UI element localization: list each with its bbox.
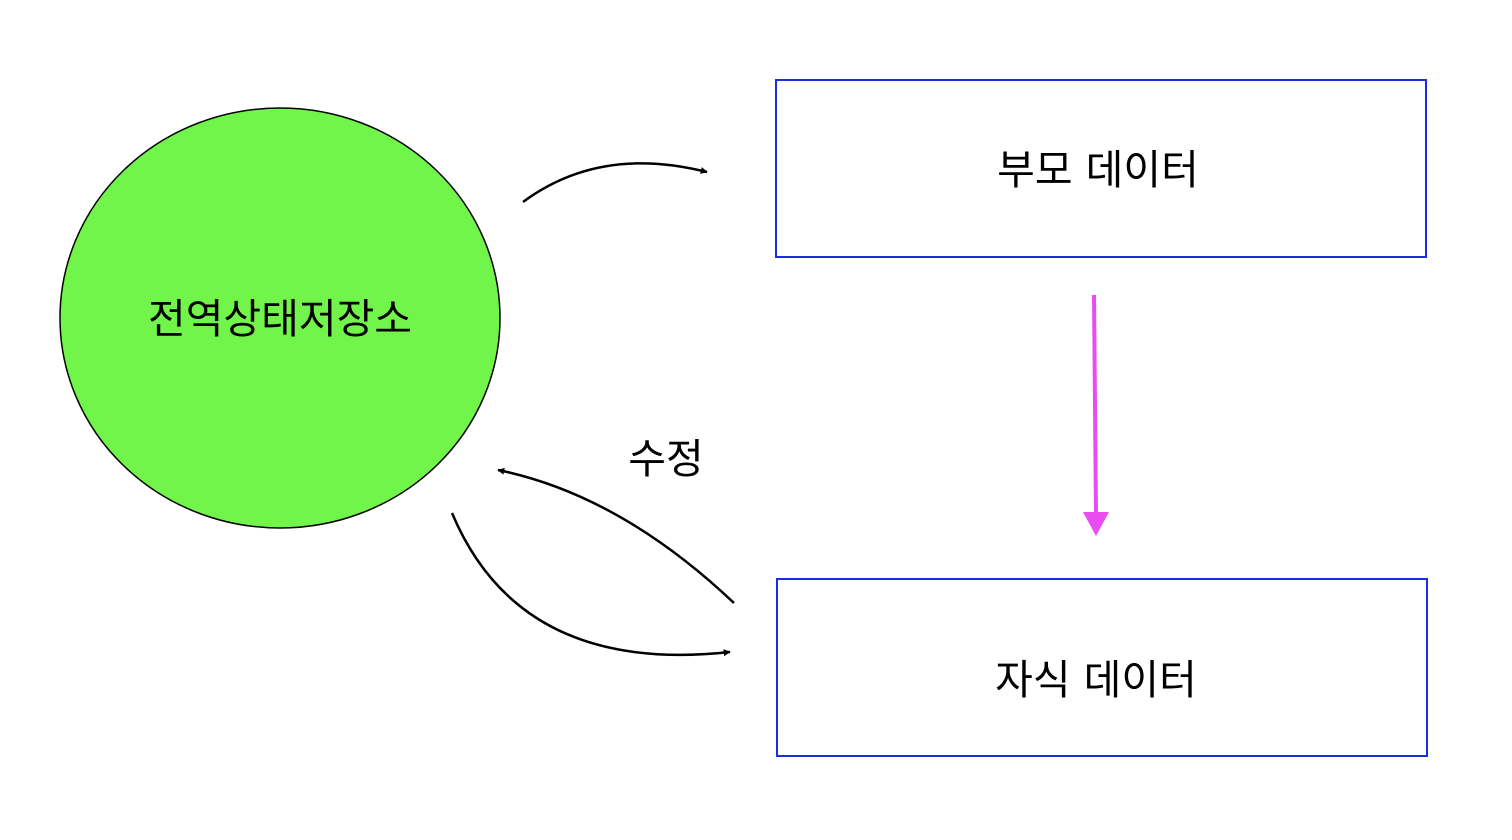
global-store-node: 전역상태저장소 (59, 107, 501, 529)
parent-to-child-shaft (1092, 294, 1098, 516)
child-data-node: 자식 데이터 (776, 578, 1428, 757)
child-to-store-arrow (497, 467, 735, 604)
child-to-store-label: 수정 (628, 435, 703, 483)
child-data-box (776, 578, 1428, 757)
global-store-label: 전역상태저장소 (148, 295, 412, 343)
parent-data-label: 부모 데이터 (997, 146, 1199, 194)
parent-to-child-arrow (1083, 294, 1109, 536)
parent-to-child-arrowhead (1083, 512, 1109, 536)
store-to-child-arrow (450, 512, 731, 657)
child-data-label: 자식 데이터 (995, 656, 1197, 704)
store-to-parent-arrow (522, 162, 708, 204)
parent-data-box (775, 79, 1427, 258)
parent-data-node: 부모 데이터 (775, 79, 1427, 258)
global-store-circle (59, 107, 501, 529)
